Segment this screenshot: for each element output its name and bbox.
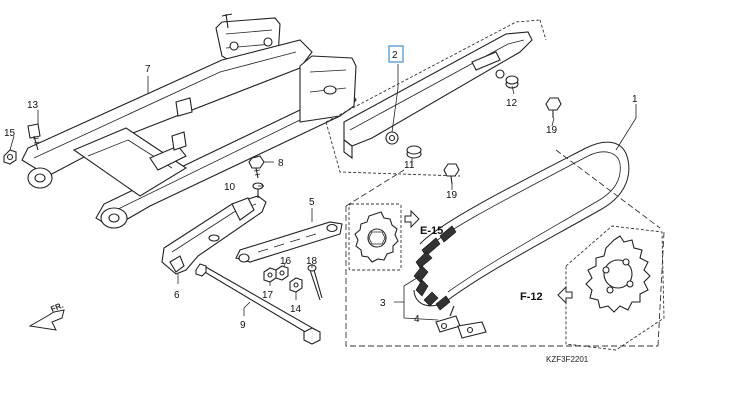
leader-lines: [9, 64, 637, 321]
front-direction-label: FR.: [49, 301, 64, 314]
washer-10: [252, 182, 264, 198]
chain-assembly-outline-right: [555, 149, 665, 347]
nut-15: [3, 149, 17, 165]
callout-2[interactable]: 2: [392, 50, 398, 61]
adjuster-plate: [235, 221, 343, 263]
ref-f12-arrow: [557, 285, 573, 305]
chain-case: [325, 19, 547, 177]
bolt-19-lower: [443, 163, 460, 185]
callout-4[interactable]: 4: [414, 314, 420, 325]
grommet-11: [406, 145, 422, 159]
cotter-pin-18: [307, 264, 323, 301]
callout-13[interactable]: 13: [27, 100, 39, 111]
nut-16: [275, 265, 289, 281]
callout-7[interactable]: 7: [145, 64, 151, 75]
front-sprocket: [348, 203, 402, 271]
swingarm: [21, 13, 357, 229]
callout-14[interactable]: 14: [290, 304, 302, 315]
master-link: [435, 305, 487, 339]
callout-11[interactable]: 11: [404, 160, 415, 171]
callout-8[interactable]: 8: [278, 158, 284, 169]
callout-18[interactable]: 18: [306, 256, 318, 267]
grommet-12: [505, 75, 519, 89]
callout-10[interactable]: 10: [224, 182, 236, 193]
callout-17[interactable]: 17: [262, 290, 274, 301]
callout-12[interactable]: 12: [506, 98, 518, 109]
ref-e15-arrow: [404, 209, 420, 229]
callout-3[interactable]: 3: [380, 298, 386, 309]
drawing-code: KZF3F2201: [546, 355, 589, 364]
bolt-13: [27, 123, 41, 151]
callout-6[interactable]: 6: [174, 290, 180, 301]
callout-1[interactable]: 1: [632, 94, 638, 105]
callout-5[interactable]: 5: [309, 197, 315, 208]
nut-17: [263, 267, 277, 283]
rear-sprocket: [565, 225, 665, 351]
nut-14: [289, 277, 303, 293]
ref-f12-label[interactable]: F-12: [520, 291, 543, 303]
chain-slider: [161, 195, 267, 275]
highlight-box: [388, 45, 404, 63]
ref-e15-label[interactable]: E-15: [420, 225, 443, 237]
callout-9[interactable]: 9: [240, 320, 246, 331]
callout-19-upper[interactable]: 19: [546, 125, 558, 136]
callout-15[interactable]: 15: [4, 128, 16, 139]
chain-assembly-outline: [345, 169, 658, 347]
callout-16[interactable]: 16: [280, 256, 292, 267]
front-direction-arrow: [28, 309, 65, 331]
rear-axle: [195, 263, 321, 345]
bolt-19-upper: [545, 97, 562, 118]
bolt-8: [248, 155, 265, 179]
callout-19-lower[interactable]: 19: [446, 190, 458, 201]
chain-links: [413, 225, 457, 311]
